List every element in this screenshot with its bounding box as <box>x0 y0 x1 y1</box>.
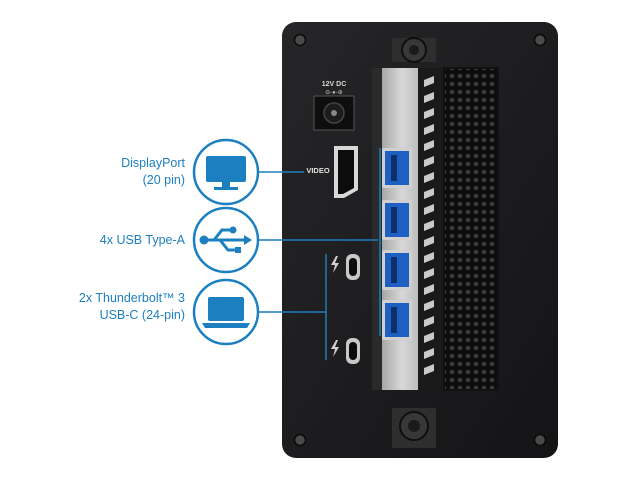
bracket-slot <box>424 204 434 215</box>
bracket-slot <box>424 124 434 135</box>
thunderbolt-callout <box>192 278 260 346</box>
bracket-slot <box>424 332 434 343</box>
corner-screws <box>293 33 547 447</box>
thunderbolt-icon <box>331 256 339 273</box>
thunderbolt-label-line2: USB-C (24-pin) <box>99 308 185 322</box>
laptop-icon <box>202 297 250 328</box>
bracket-slot <box>424 140 434 151</box>
bracket-slot <box>424 156 434 167</box>
power-jack <box>313 95 355 131</box>
callout-lines <box>258 148 381 360</box>
displayport-label: DisplayPort (20 pin) <box>40 155 185 189</box>
bottom-thumbscrew <box>392 408 436 448</box>
usb-port <box>382 300 412 340</box>
bracket-slot <box>424 364 434 375</box>
displayport-label-line2: (20 pin) <box>142 173 185 187</box>
bracket-slot <box>424 268 434 279</box>
top-thumbscrew <box>392 37 436 63</box>
bracket-slot <box>424 316 434 327</box>
usb-label-line1: 4x USB Type-A <box>99 233 185 247</box>
vent-mesh <box>444 68 498 390</box>
usb-icon <box>199 226 252 253</box>
displayport-callout <box>192 138 260 206</box>
usb-label: 4x USB Type-A <box>40 232 185 249</box>
bracket-vent-strip <box>418 68 444 390</box>
thunderbolt-label: 2x Thunderbolt™ 3 USB-C (24-pin) <box>40 290 185 324</box>
bracket-slot <box>424 236 434 247</box>
bracket-slot <box>424 300 434 311</box>
thunderbolt-icon <box>331 340 339 357</box>
monitor-icon <box>206 156 246 190</box>
bracket-slot <box>424 172 434 183</box>
displayport-port <box>334 146 358 198</box>
power-label: 12V DC <box>322 81 347 88</box>
usb-port <box>382 250 412 290</box>
video-label: VIDEO <box>306 166 330 175</box>
bracket-slot <box>424 188 434 199</box>
usb-callout <box>192 206 260 274</box>
thunderbolt-label-line1: 2x Thunderbolt™ 3 <box>78 291 185 305</box>
bracket-slot <box>424 348 434 359</box>
bracket-slot <box>424 220 434 231</box>
bracket-slot-pattern <box>424 76 434 375</box>
bracket-slot <box>424 76 434 87</box>
usb-port <box>382 148 412 188</box>
thunderbolt-port-1 <box>331 254 360 280</box>
usb-port <box>382 200 412 240</box>
usb-ports <box>382 148 412 340</box>
bracket-slot <box>424 92 434 103</box>
bracket-slot <box>424 284 434 295</box>
displayport-label-line1: DisplayPort <box>121 156 185 170</box>
bracket-slot <box>424 252 434 263</box>
bracket-slot <box>424 108 434 119</box>
power-polarity-icon: ⊖-●-⊕ <box>325 90 343 96</box>
thunderbolt-port-2 <box>331 338 360 364</box>
